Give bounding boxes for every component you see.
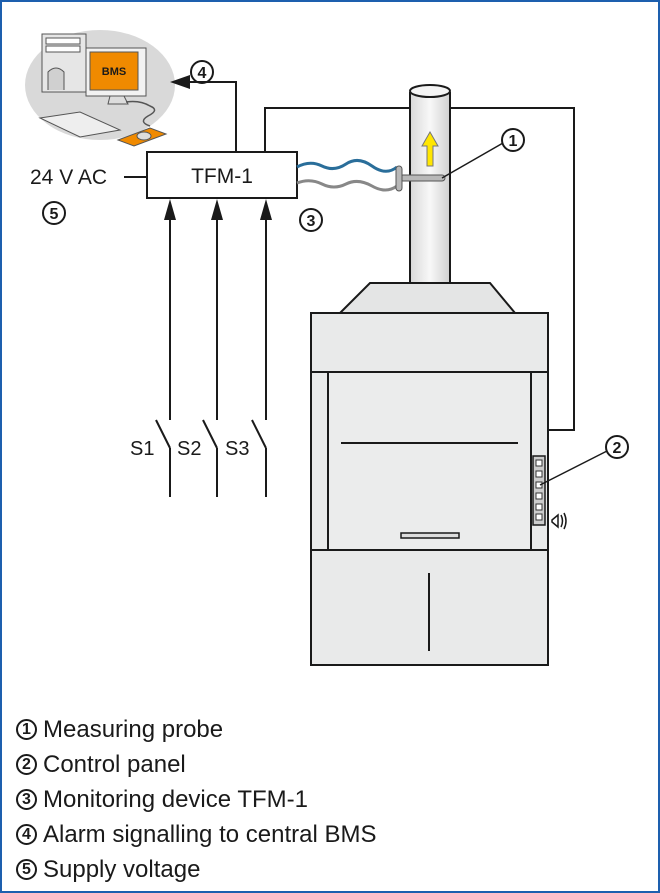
svg-text:3: 3 bbox=[307, 213, 316, 230]
legend-item: 5 Supply voltage bbox=[16, 852, 376, 887]
marker-1: 1 bbox=[501, 128, 525, 152]
legend-number: 1 bbox=[16, 719, 37, 740]
marker-2: 2 bbox=[605, 435, 629, 459]
marker-4: 4 bbox=[190, 60, 214, 84]
svg-text:2: 2 bbox=[613, 440, 622, 457]
sash-window bbox=[327, 371, 532, 551]
svg-text:4: 4 bbox=[198, 65, 207, 82]
marker-5: 5 bbox=[42, 201, 66, 225]
legend-item: 4 Alarm signalling to central BMS bbox=[16, 817, 376, 852]
control-panel bbox=[532, 455, 546, 526]
legend-text: Control panel bbox=[43, 750, 186, 778]
measuring-probe bbox=[395, 165, 446, 192]
legend-number: 2 bbox=[16, 754, 37, 775]
switch-inputs bbox=[155, 218, 267, 497]
switch-s3-label: S3 bbox=[225, 438, 249, 460]
arrow-up-icons bbox=[164, 199, 272, 220]
computer-icon: BMS bbox=[25, 30, 175, 147]
device-label: TFM-1 bbox=[191, 165, 253, 188]
probe-cable-grey bbox=[296, 179, 398, 192]
switch-s1-label: S1 bbox=[130, 438, 154, 460]
svg-text:5: 5 bbox=[50, 206, 59, 223]
screen-logo: BMS bbox=[102, 66, 126, 78]
legend-item: 1 Measuring probe bbox=[16, 712, 376, 747]
legend-text: Alarm signalling to central BMS bbox=[43, 820, 377, 848]
supply-voltage-label: 24 V AC bbox=[30, 166, 107, 189]
fume-hood bbox=[310, 84, 549, 666]
probe-cable-blue bbox=[296, 159, 398, 173]
legend-text: Supply voltage bbox=[43, 855, 201, 883]
screen-icon bbox=[89, 51, 139, 91]
switch-s2-label: S2 bbox=[177, 438, 201, 460]
exhaust-duct bbox=[409, 92, 451, 286]
legend-number: 5 bbox=[16, 859, 37, 880]
legend-item: 2 Control panel bbox=[16, 747, 376, 782]
sash-handle bbox=[400, 532, 460, 539]
legend-text: Measuring probe bbox=[43, 715, 224, 743]
svg-text:1: 1 bbox=[509, 133, 518, 150]
legend-item: 3 Monitoring device TFM-1 bbox=[16, 782, 376, 817]
legend-number: 3 bbox=[16, 789, 37, 810]
legend: 1 Measuring probe 2 Control panel 3 Monitor… bbox=[16, 712, 376, 887]
arrow-left-icon bbox=[170, 75, 190, 89]
marker-3: 3 bbox=[299, 208, 323, 232]
airflow-arrow-icon bbox=[421, 130, 439, 167]
speaker-icon bbox=[551, 512, 567, 530]
legend-number: 4 bbox=[16, 824, 37, 845]
tfm-1-device bbox=[146, 151, 298, 199]
alarm-signal-line bbox=[190, 81, 237, 152]
legend-text: Monitoring device TFM-1 bbox=[43, 785, 308, 813]
